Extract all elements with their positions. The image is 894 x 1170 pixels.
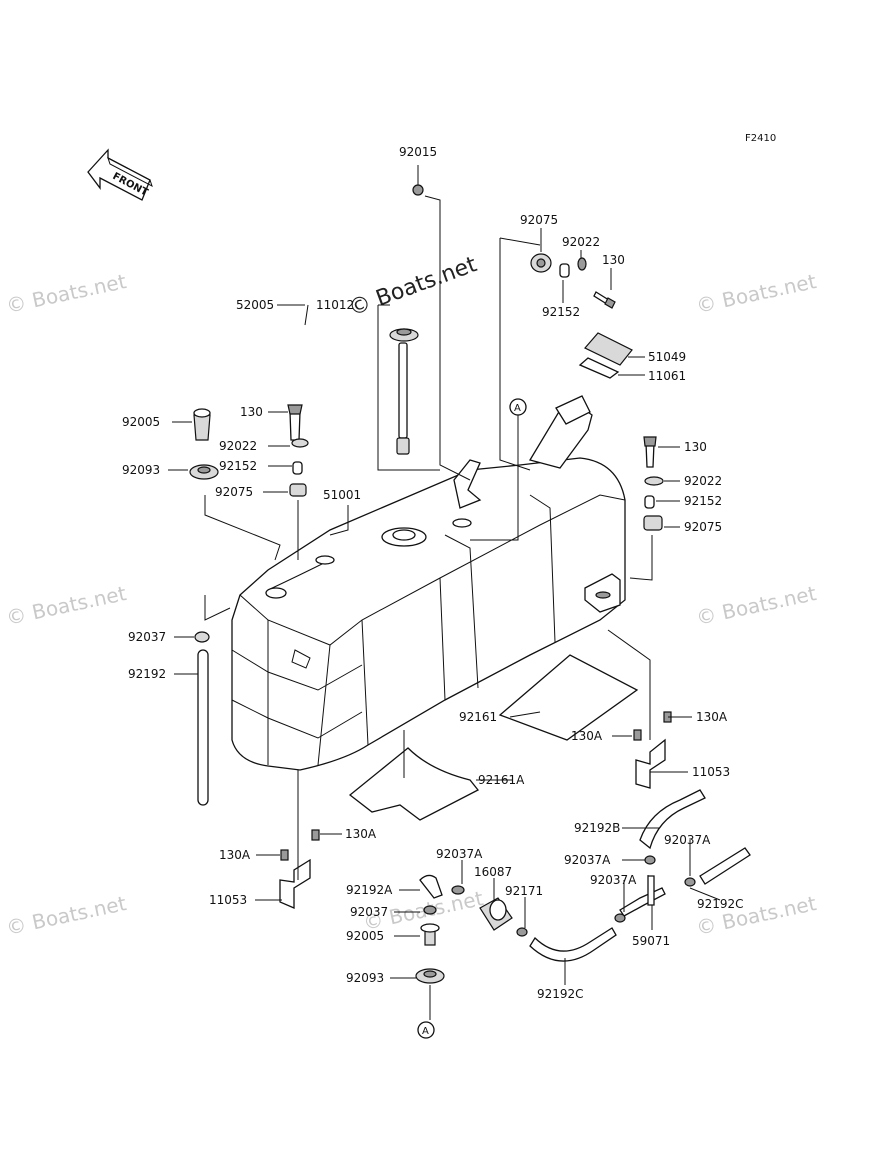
center-watermark: © Boats.net (346, 252, 481, 322)
fuel-gauge-illustration (389, 184, 424, 455)
watermark: © Boats.net (694, 269, 818, 318)
part-label: 92152 (219, 459, 257, 473)
front-arrow-icon: FRONT (87, 148, 153, 201)
part-label: 130A (219, 848, 251, 862)
part-label: 92171 (505, 884, 543, 898)
part-label: 16087 (474, 865, 512, 879)
part-label: 92022 (219, 439, 257, 453)
part-label: 11061 (648, 369, 686, 383)
part-label: 130A (571, 729, 603, 743)
part-label: 92037A (436, 847, 483, 861)
part-label: 92022 (562, 235, 600, 249)
part-label: 51001 (323, 488, 361, 502)
tank-brackets (279, 711, 672, 909)
part-label: 92192C (697, 897, 744, 911)
part-label: 11053 (692, 765, 730, 779)
part-label: 130 (240, 405, 263, 419)
part-label: 92075 (684, 520, 722, 534)
part-label: 59071 (632, 934, 670, 948)
part-label: 92192A (346, 883, 393, 897)
tank-mount-hardware-left (189, 404, 309, 621)
ref-marker-top: A (514, 403, 521, 414)
part-label: 51049 (648, 350, 686, 364)
part-label: 130 (602, 253, 625, 267)
part-label: 92161 (459, 710, 497, 724)
vent-hose-left (194, 631, 210, 806)
part-labels: 92015 92075 92022 130 92152 52005 11012 … (122, 145, 744, 1001)
part-label: 92093 (346, 971, 384, 985)
part-label: 92152 (542, 305, 580, 319)
part-label: 92192 (128, 667, 166, 681)
part-label: 92037 (128, 630, 166, 644)
filler-neck-hardware (578, 332, 633, 379)
leader-lines (168, 165, 721, 985)
part-label: 92005 (346, 929, 384, 943)
part-label: 130A (696, 710, 728, 724)
watermark: © Boats.net (694, 581, 818, 630)
part-label: 130 (684, 440, 707, 454)
fuel-tank-illustration (231, 395, 626, 771)
part-label: 92192B (574, 821, 620, 835)
watermark: © Boats.net (4, 581, 128, 630)
fuel-line-assembly (415, 789, 751, 1020)
part-label: 92075 (520, 213, 558, 227)
part-label: 92037 (350, 905, 388, 919)
part-label: 92192C (537, 987, 584, 1001)
part-label: 92037A (590, 873, 637, 887)
tank-mount-hardware-right (607, 436, 664, 740)
part-label: 52005 (236, 298, 274, 312)
part-label: 130A (345, 827, 377, 841)
part-label: 92037A (564, 853, 611, 867)
watermark: © Boats.net (4, 269, 128, 318)
watermark: © Boats.net (4, 891, 128, 940)
part-label: 92037A (664, 833, 711, 847)
part-label: 92022 (684, 474, 722, 488)
part-label: 92005 (122, 415, 160, 429)
tank-mats (348, 654, 639, 821)
part-label: 92075 (215, 485, 253, 499)
part-label: 11053 (209, 893, 247, 907)
part-label: 92161A (478, 773, 525, 787)
ref-marker-bottom: A (422, 1026, 429, 1037)
tank-mount-hardware-top (530, 253, 616, 309)
figure-id: F2410 (745, 133, 776, 144)
part-label: 92152 (684, 494, 722, 508)
part-label: 92015 (399, 145, 437, 159)
part-label: 11012 (316, 298, 354, 312)
part-label: 92093 (122, 463, 160, 477)
